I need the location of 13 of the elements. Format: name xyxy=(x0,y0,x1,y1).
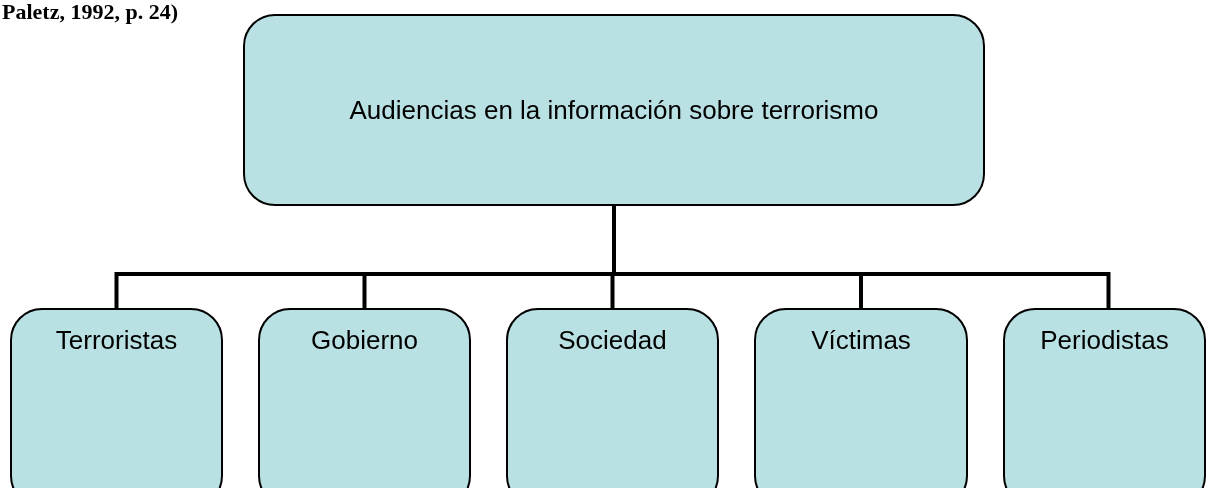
node-text: Víctimas xyxy=(811,324,911,357)
category-box xyxy=(506,308,719,488)
node-text: Audiencias en la información sobre terrorismo xyxy=(349,93,879,127)
category-box xyxy=(1003,308,1206,488)
node-text: Periodistas xyxy=(1040,324,1169,357)
node-text: Sociedad xyxy=(558,324,667,357)
root-box xyxy=(243,14,985,206)
node-text: Gobierno xyxy=(311,324,418,357)
node-text: Terroristas xyxy=(55,324,178,357)
category-box xyxy=(754,308,968,488)
citation-text: Paletz, 1992, p. 24) xyxy=(2,0,178,24)
category-box xyxy=(258,308,471,488)
category-box xyxy=(10,308,223,488)
